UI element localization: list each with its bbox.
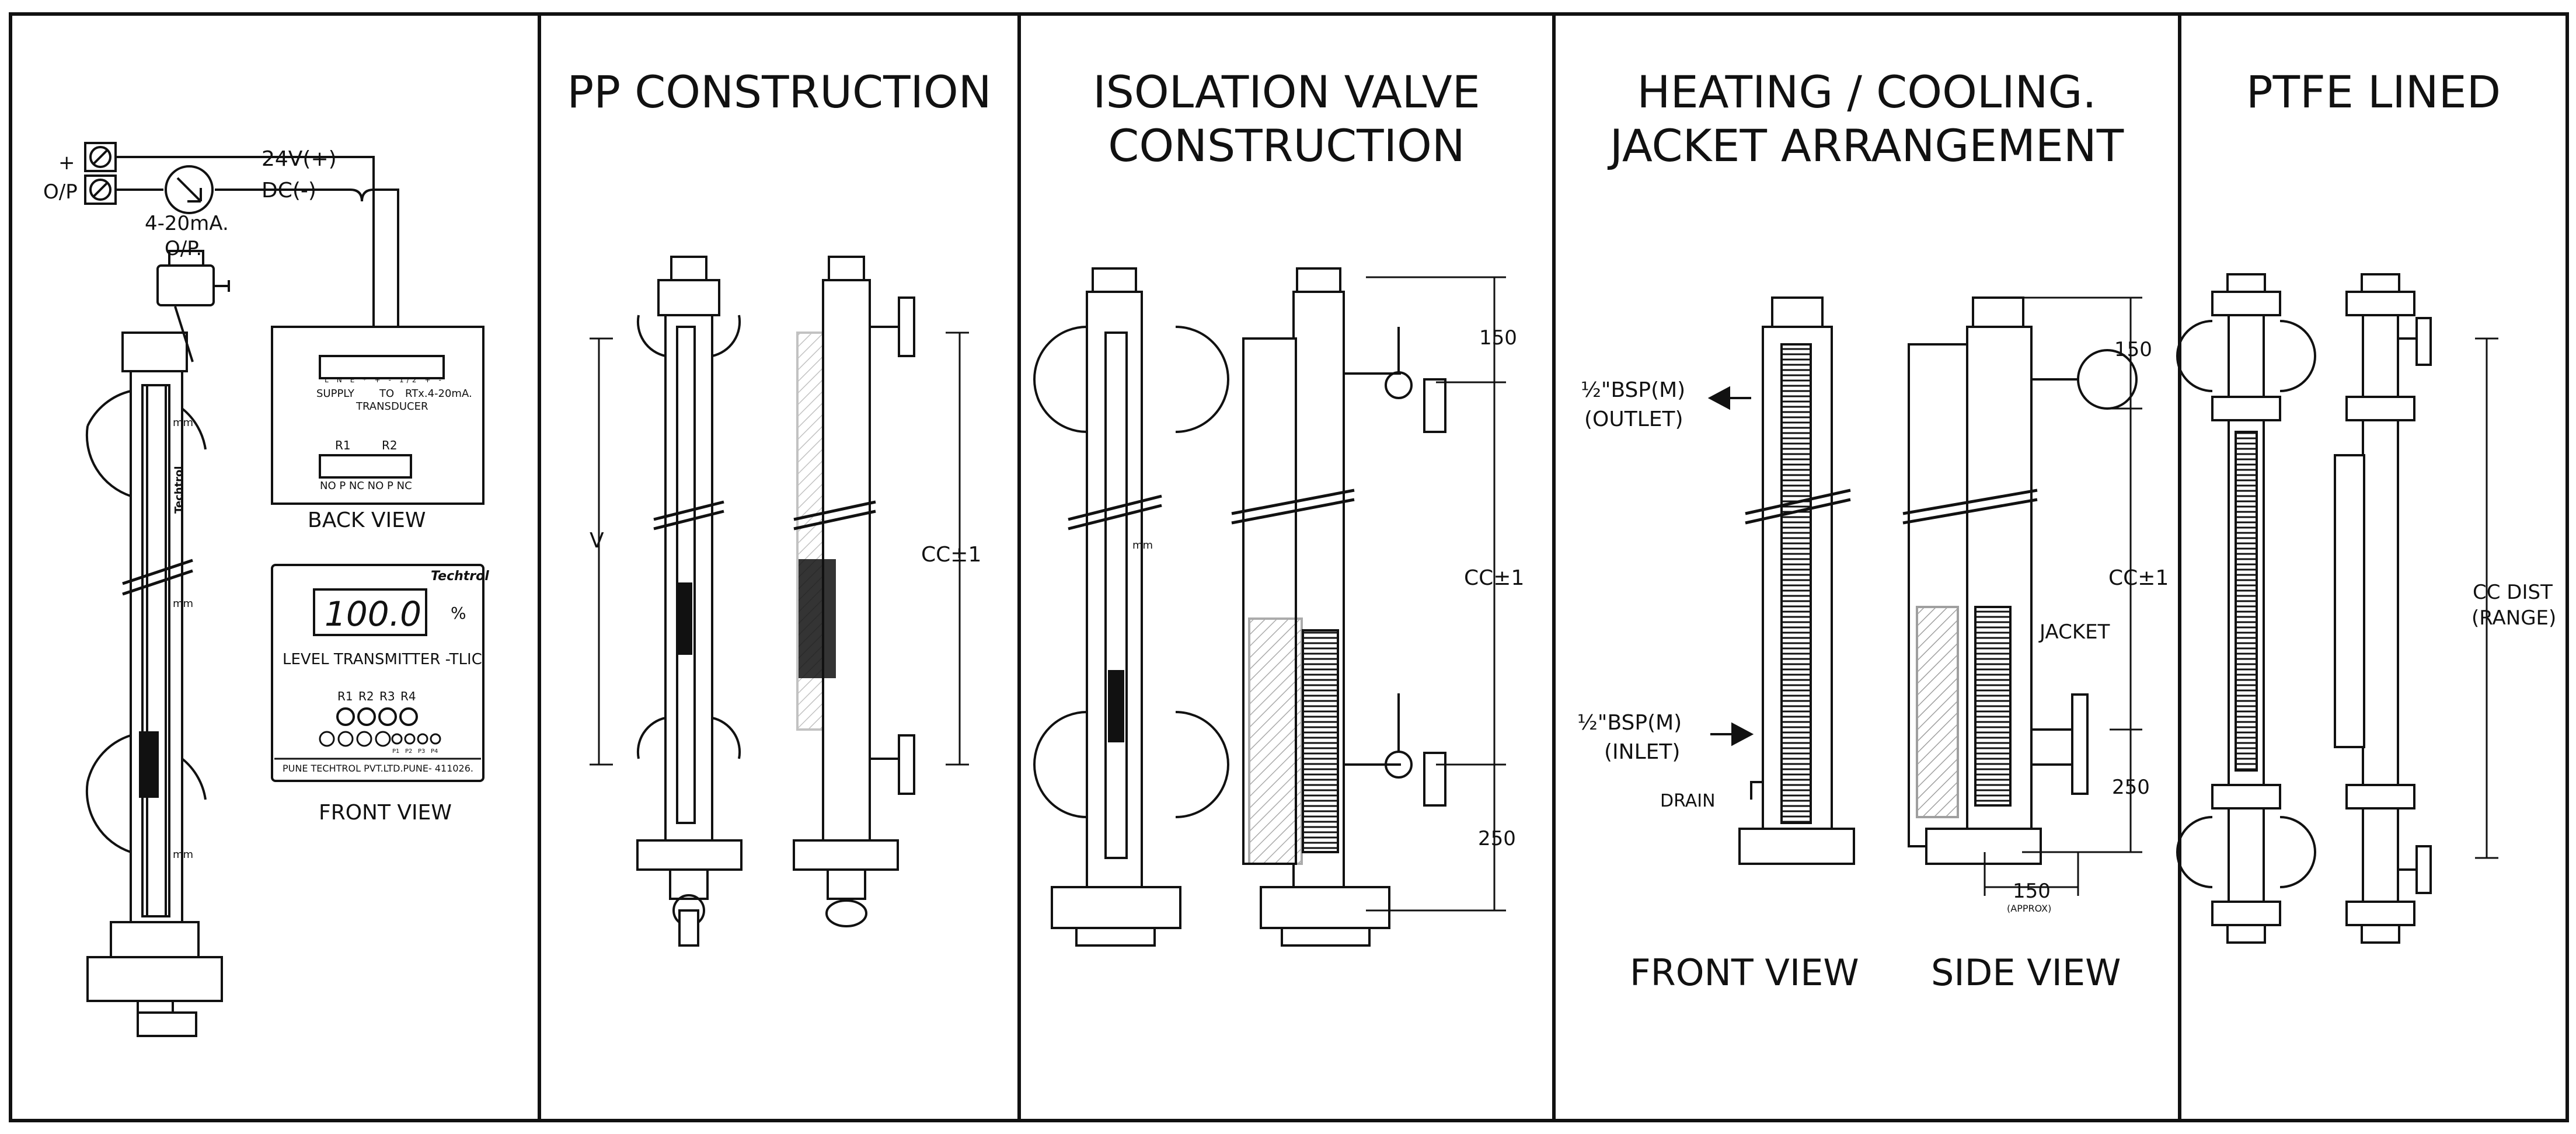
jacket-title-line1: HEATING / COOLING.	[1637, 66, 2097, 118]
pp-side	[793, 256, 915, 927]
front-key-p2: P2	[405, 748, 412, 755]
jacket-dim-width-note: (APPROX)	[2007, 903, 2051, 914]
jacket-title-line2: JACKET ARRANGEMENT	[1609, 120, 2124, 172]
tlic-scale-unit-1: mm	[173, 417, 193, 429]
tlic-dc: DC(-)	[262, 179, 316, 203]
tlic-plus: +	[58, 151, 75, 175]
terminal-block	[84, 142, 117, 205]
pp-dim-cc: CC±1	[921, 543, 981, 567]
panel-tlic	[84, 142, 484, 1037]
ptfe-side	[2334, 273, 2432, 944]
back-relay-r1: R1	[335, 438, 351, 452]
jacket-dim-cc: CC±1	[2108, 566, 2169, 590]
current-source-symbol	[165, 165, 214, 214]
front-relay-r1: R1	[337, 689, 353, 703]
back-view-caption: BACK VIEW	[308, 508, 426, 532]
iso-front	[1033, 267, 1229, 947]
back-to: TO	[379, 388, 394, 400]
iso-dim-bottom: 250	[1478, 827, 1516, 850]
ptfe-dim-line2: (RANGE)	[2472, 606, 2556, 630]
jacket-inlet-size: ½"BSP(M)	[1577, 711, 1682, 735]
float-magnet	[139, 731, 159, 798]
jacket-drain: DRAIN	[1660, 791, 1716, 811]
back-terminal-row1: L N E * + - 1/2 + -	[325, 376, 441, 384]
back-terminals-row2	[319, 454, 412, 479]
panel-isolation	[1033, 267, 1506, 947]
tlic-scale-unit-2: mm	[173, 598, 193, 610]
jacket-side-caption: SIDE VIEW	[1931, 951, 2121, 994]
back-relay-r2: R2	[382, 438, 398, 452]
front-key-p1: P1	[392, 748, 399, 755]
tlic-scale-unit-3: mm	[173, 849, 193, 861]
jacket-front	[1738, 296, 1855, 865]
panel-ptfe	[2176, 273, 2498, 944]
tlic-op-terminal: O/P	[43, 180, 78, 204]
ptfe-front	[2176, 273, 2316, 944]
front-key-p4: P4	[431, 748, 438, 755]
back-relay-contacts: NO P NC NO P NC	[320, 480, 412, 492]
tlic-gauge	[85, 250, 230, 1037]
jacket-front-caption: FRONT VIEW	[1630, 951, 1859, 994]
panel-pp	[590, 256, 969, 947]
tlic-op-short: O/P.	[165, 237, 202, 260]
front-display-value: 100.0	[325, 594, 421, 634]
jacket-outlet: (OUTLET)	[1584, 407, 1683, 431]
jacket-dim-width: 150	[2013, 880, 2051, 903]
outer-frame	[9, 12, 2569, 1122]
back-supply: SUPPLY	[316, 388, 355, 400]
relay-leds	[336, 707, 418, 726]
jacket-outlet-size: ½"BSP(M)	[1581, 378, 1685, 402]
isolation-title-line2: CONSTRUCTION	[1108, 120, 1465, 172]
jacket-inlet: (INLET)	[1604, 740, 1680, 764]
pp-dim-v: V	[590, 529, 604, 553]
front-footer: PUNE TECHTROL PVT.LTD.PUNE- 411026.	[283, 763, 473, 774]
back-rtx: RTx.4-20mA.	[405, 388, 472, 400]
tlic-24v: 24V(+)	[262, 147, 337, 171]
pp-front	[636, 256, 743, 947]
iso-side	[1231, 267, 1446, 947]
front-relay-r4: R4	[400, 689, 416, 703]
front-key-p3: P3	[418, 748, 425, 755]
back-terminals-row1	[319, 355, 445, 379]
display-window	[313, 588, 427, 636]
isolation-title-line1: ISOLATION VALVE	[1093, 66, 1480, 118]
jacket-jacket-label: JACKET	[2038, 620, 2110, 644]
ptfe-dim-line1: CC DIST	[2473, 581, 2553, 604]
back-transducer: TRANSDUCER	[355, 400, 428, 413]
tlic-vertical-brand: Techtrol	[173, 466, 185, 514]
front-relay-r3: R3	[379, 689, 395, 703]
front-view-caption: FRONT VIEW	[319, 801, 452, 825]
iso-scale-unit: mm	[1132, 539, 1153, 552]
front-brand: Techtrol	[431, 569, 489, 584]
front-relay-r2: R2	[358, 689, 374, 703]
front-display-unit: %	[451, 603, 466, 623]
tlic-current-output: 4-20mA.	[145, 212, 229, 235]
jacket-dim-top: 150	[2114, 338, 2152, 361]
pp-title: PP CONSTRUCTION	[567, 66, 992, 118]
keypad	[319, 731, 441, 747]
panel-jacket	[1707, 296, 2142, 896]
iso-dim-top: 150	[1479, 326, 1517, 350]
front-product-name: LEVEL TRANSMITTER -TLIC	[283, 651, 482, 668]
ptfe-title: PTFE LINED	[2246, 66, 2501, 118]
jacket-dim-bottom: 250	[2112, 776, 2150, 799]
jacket-side	[1902, 296, 2138, 865]
iso-dim-cc: CC±1	[1464, 566, 1524, 590]
